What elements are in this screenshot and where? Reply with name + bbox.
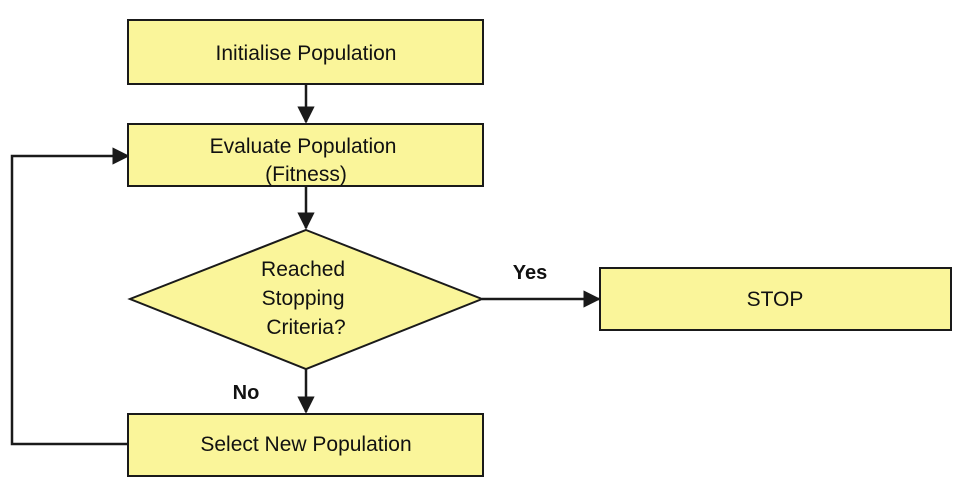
node-evaluate-population-label: Evaluate Population (Fitness) (210, 135, 403, 186)
node-evaluate-population-box (127, 123, 484, 187)
node-stopping-criteria-line-2: Stopping (262, 287, 345, 310)
node-stopping-criteria-diamond (127, 228, 485, 371)
node-stop-box (599, 267, 952, 331)
node-select-new-population-box (127, 413, 484, 477)
node-stopping-criteria-label: Reached Stopping Criteria? (261, 258, 351, 339)
node-stop: STOP (599, 267, 952, 331)
node-initialise-population-label: Initialise Population (216, 42, 397, 65)
node-initialise-population-line-1: Initialise Population (216, 42, 397, 65)
edge-label-yes: Yes (513, 262, 547, 284)
node-stop-label: STOP (747, 288, 804, 311)
node-initialise-population-box (127, 19, 484, 85)
edge-select-loop-to-evaluate (10, 147, 130, 446)
edges (10, 85, 601, 446)
node-select-new-population: Select New Population (127, 413, 484, 477)
node-evaluate-population: Evaluate Population (Fitness) (127, 123, 484, 187)
node-evaluate-population-line-1: Evaluate Population (210, 135, 397, 158)
node-stopping-criteria-line-1: Reached (261, 258, 345, 281)
node-stop-line-1: STOP (747, 288, 804, 311)
node-evaluate-population-line-2: (Fitness) (265, 163, 347, 186)
node-select-new-population-line-1: Select New Population (200, 433, 411, 456)
node-stopping-criteria-line-3: Criteria? (266, 316, 345, 339)
edge-label-no: No (233, 382, 260, 404)
node-initialise-population: Initialise Population (127, 19, 484, 85)
node-select-new-population-label: Select New Population (200, 433, 411, 456)
node-stopping-criteria-decision: Reached Stopping Criteria? (127, 228, 485, 371)
